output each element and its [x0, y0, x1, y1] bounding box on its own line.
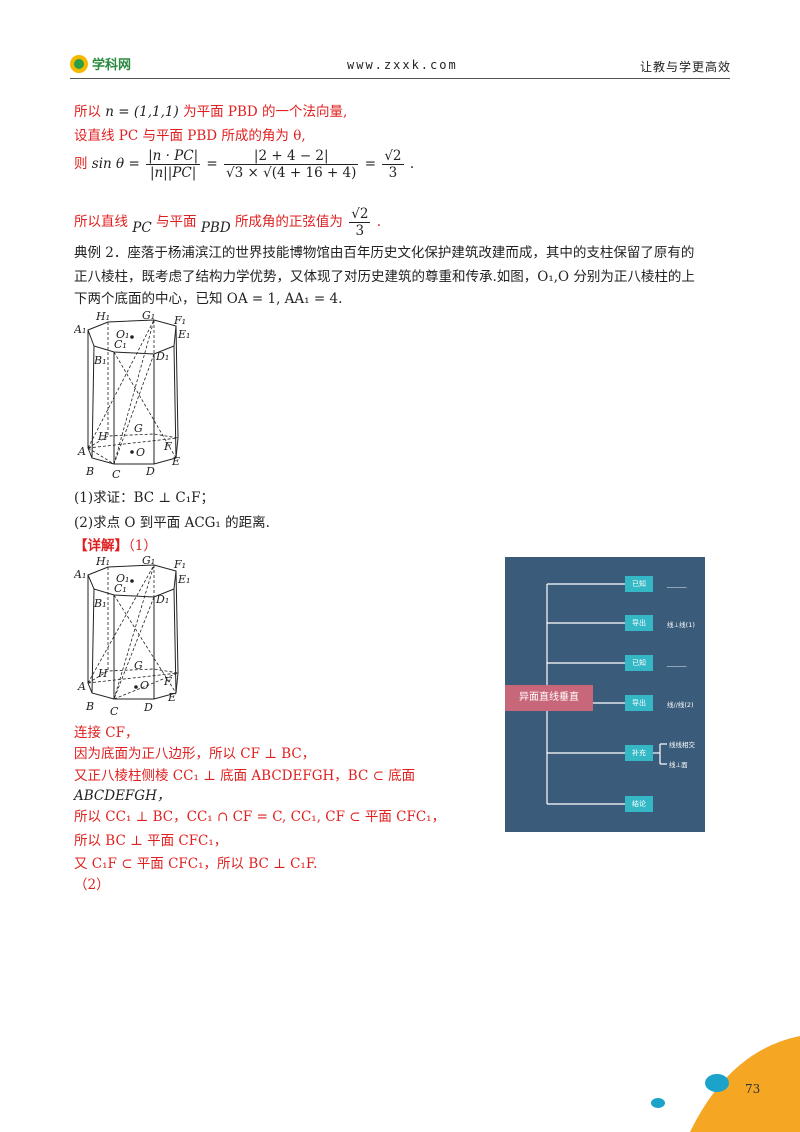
label-h: H: [97, 430, 108, 443]
detail-step-5: 所以 CC₁ ⊥ BC，CC₁ ∩ CF = C, CC₁, CF ⊂ 平面 C…: [74, 809, 446, 825]
label-g: G: [134, 422, 143, 435]
solution-line-3: 则 sin θ = |n · PC||n||PC| = |2 + 4 − 2|√…: [74, 148, 415, 181]
detail-step-6: 所以 BC ⊥ 平面 CFC₁，: [74, 833, 228, 849]
label-e: E: [171, 455, 180, 468]
detail-heading: 【详解】（1）: [74, 538, 157, 554]
label2-f: F: [163, 675, 172, 688]
label2-h: H: [97, 667, 108, 680]
label-a1: A₁: [74, 323, 86, 336]
label2-f1: F₁: [173, 558, 186, 571]
example-para-3: 下两个底面的中心，已知 OA = 1, AA₁ = 4.: [74, 291, 343, 307]
header-slogan: 让教与学更高效: [640, 60, 732, 74]
label-c1: C₁: [114, 338, 127, 351]
label2-h1: H₁: [95, 555, 110, 568]
detail-step-4: ABCDEFGH，: [74, 788, 171, 804]
label2-c1: C₁: [114, 582, 127, 595]
label2-o1: O₁: [116, 572, 129, 585]
label-c: C: [112, 468, 121, 481]
label-h1: H₁: [95, 310, 110, 323]
mindmap-node-known-2: 已知: [625, 655, 653, 671]
label-d1: D₁: [155, 350, 169, 363]
header-rule: [70, 78, 730, 79]
label2-o: O: [140, 679, 149, 692]
label2-g1: G₁: [142, 555, 155, 567]
mindmap-root: 异面直线垂直: [505, 685, 593, 711]
prism-figure-1: A₁ H₁ O₁ G₁ F₁ E₁ C₁ B₁ D₁ A H G F O B C…: [74, 309, 190, 481]
logo-text: 学科网: [92, 58, 132, 73]
mindmap-leaf-2: 线⊥线(1): [667, 621, 695, 629]
solution-line-2: 设直线 PC 与平面 PBD 所成的角为 θ,: [74, 128, 306, 144]
logo-icon: [70, 54, 88, 73]
mindmap-node-conclusion: 结论: [625, 796, 653, 812]
mindmap-leaf-1: ______: [667, 580, 687, 588]
example-para-1: 典例 2．座落于杨浦滨江的世界技能博物馆由百年历史文化保护建筑改建而成，其中的支…: [74, 245, 695, 261]
page-number: 73: [745, 1082, 761, 1096]
label-d: D: [145, 465, 155, 478]
mindmap-node-supplement: 补充: [625, 745, 653, 761]
detail-step-1: 连接 CF，: [74, 725, 139, 741]
label2-c: C: [110, 705, 119, 718]
label2-b1: B₁: [93, 597, 107, 610]
footer-decoration: [651, 1036, 800, 1132]
label2-d1: D₁: [155, 593, 169, 606]
label2-e1: E₁: [177, 573, 190, 586]
mindmap-leaf-6: 线⊥面: [669, 761, 688, 769]
question-2: (2)求点 O 到平面 ACG₁ 的距离.: [74, 515, 270, 531]
question-1: (1)求证：BC ⊥ C₁F；: [74, 490, 215, 506]
label-o: O: [136, 446, 145, 459]
mindmap-node-derive-1: 导出: [625, 615, 653, 631]
detail-step-2: 因为底面为正八边形，所以 CF ⊥ BC，: [74, 746, 316, 762]
prism-figure-2: A₁ H₁ O₁ G₁ F₁ E₁ C₁ B₁ D₁ A H G F O B C…: [74, 555, 190, 718]
label-b: B: [85, 465, 94, 478]
label-f1: F₁: [173, 314, 186, 327]
header-url: www.zxxk.com: [347, 58, 458, 72]
label-f: F: [163, 440, 172, 453]
mindmap-leaf-4: 线//线(2): [667, 701, 694, 709]
label2-a: A: [77, 680, 86, 693]
label2-a1: A₁: [74, 568, 86, 581]
label-e1: E₁: [177, 328, 190, 341]
mindmap-leaf-5: 线线相交: [669, 741, 695, 749]
solution-line-1: 所以 n = (1,1,1) 为平面 PBD 的一个法向量,: [74, 104, 348, 120]
label-g1: G₁: [142, 309, 155, 322]
label2-e: E: [167, 691, 176, 704]
label-b1: B₁: [93, 354, 107, 367]
detail-part-2: （2）: [74, 877, 110, 893]
label-a: A: [77, 445, 86, 458]
mindmap-leaf-3: ______: [667, 659, 687, 667]
detail-step-3: 又正八棱柱侧棱 CC₁ ⊥ 底面 ABCDEFGH，BC ⊂ 底面: [74, 768, 416, 784]
logo: 学科网: [70, 54, 131, 73]
detail-step-7: 又 C₁F ⊂ 平面 CFC₁，所以 BC ⊥ C₁F.: [74, 856, 318, 872]
example-para-2: 正八棱柱，既考虑了结构力学优势，又体现了对历史建筑的尊重和传承.如图，O₁,O …: [74, 269, 695, 285]
label2-d: D: [143, 701, 153, 714]
label2-b: B: [85, 700, 94, 713]
label2-g: G: [134, 659, 143, 672]
mindmap: 异面直线垂直 已知 导出 已知 导出 补充 结论 ______ 线⊥线(1) _…: [505, 557, 705, 832]
label-o1: O₁: [116, 328, 129, 341]
mindmap-node-derive-2: 导出: [625, 695, 653, 711]
mindmap-node-known-1: 已知: [625, 576, 653, 592]
